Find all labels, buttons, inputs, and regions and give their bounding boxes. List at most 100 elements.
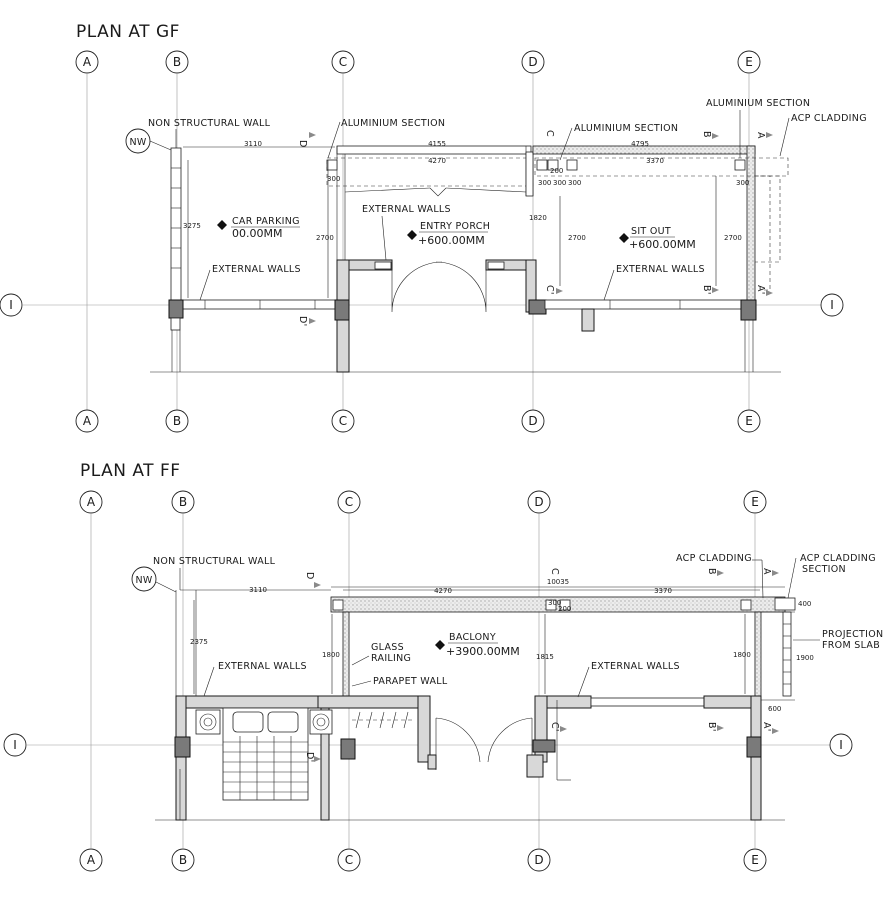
svg-text:A': A' — [755, 285, 766, 295]
label-acp-cladding: ACP CLADDING — [791, 113, 867, 124]
svg-text:B: B — [173, 414, 181, 428]
svg-text:2700: 2700 — [568, 234, 586, 242]
nw-tag: NW — [131, 566, 177, 593]
svg-text:D: D — [297, 140, 308, 148]
grid-bubble-b-top: B — [165, 50, 189, 74]
svg-text:A: A — [87, 853, 96, 867]
column-d-ff — [532, 739, 556, 753]
svg-text:A: A — [761, 568, 772, 575]
label-projection-2: FROM SLAB — [822, 640, 880, 651]
label-acp-cladding-section-2: SECTION — [802, 564, 846, 575]
svg-text:300: 300 — [736, 179, 749, 187]
svg-text:C: C — [339, 55, 347, 69]
svg-text:C: C — [549, 568, 560, 575]
svg-text:NW: NW — [135, 575, 152, 586]
svg-text:200: 200 — [550, 167, 563, 175]
svg-text:A: A — [83, 414, 92, 428]
svg-text:1820: 1820 — [529, 214, 547, 222]
label-external-walls-left: EXTERNAL WALLS — [212, 264, 301, 275]
ff-slab-band — [330, 596, 796, 701]
svg-text:1800: 1800 — [733, 651, 751, 659]
svg-text:I: I — [13, 738, 17, 752]
svg-text:A: A — [755, 132, 766, 139]
svg-text:300: 300 — [327, 175, 340, 183]
svg-text:C: C — [544, 130, 555, 137]
grid-bubble-c-bottom: C — [331, 409, 355, 433]
label-non-structural-wall: NON STRUCTURAL WALL — [148, 118, 271, 129]
entry-porch-block — [326, 145, 547, 373]
svg-text:3370: 3370 — [654, 587, 672, 595]
label-glass: GLASS — [371, 642, 404, 653]
grid-bubble-d-top: D — [527, 490, 551, 514]
non-structural-wall — [170, 147, 182, 301]
svg-text:200: 200 — [558, 605, 571, 613]
plan-title: PLAN AT GF — [76, 22, 180, 42]
label-acp-cladding-section-1: ACP CLADDING — [800, 553, 876, 564]
svg-text:E: E — [745, 55, 753, 69]
svg-text:4270: 4270 — [434, 587, 452, 595]
label-external-walls-top: EXTERNAL WALLS — [362, 204, 451, 215]
grid-bubble-e-top: E — [737, 50, 761, 74]
svg-text:3370: 3370 — [646, 157, 664, 165]
sit-out-block — [532, 145, 789, 372]
dimensions-gf: 3110 4155 4270 4795 3370 3275 2700 1820 … — [183, 140, 749, 298]
svg-text:B: B — [179, 495, 187, 509]
label-external-walls-right: EXTERNAL WALLS — [591, 661, 680, 672]
svg-text:2700: 2700 — [724, 234, 742, 242]
column-e-ff — [746, 736, 762, 758]
grid-bubble-c-top: C — [331, 50, 355, 74]
svg-text:B: B — [179, 853, 187, 867]
svg-text:D: D — [304, 572, 315, 580]
svg-text:300: 300 — [538, 179, 551, 187]
room-entry-porch: ENTRY PORCH +600.00MM — [407, 221, 490, 247]
svg-text:B': B' — [706, 722, 717, 732]
svg-text:I: I — [839, 738, 843, 752]
section-marks-gf: D D' C C' B B' A A' — [297, 130, 773, 327]
svg-text:SIT OUT: SIT OUT — [631, 226, 671, 237]
svg-text:CAR PARKING: CAR PARKING — [232, 216, 300, 227]
svg-text:E: E — [751, 495, 759, 509]
column-c-gf — [334, 299, 350, 321]
label-external-walls-right: EXTERNAL WALLS — [616, 264, 705, 275]
grid-bubble-i-left: I — [0, 293, 23, 317]
bed-pattern — [223, 736, 308, 800]
svg-text:B: B — [173, 55, 181, 69]
ff-left-block — [174, 695, 533, 821]
svg-text:B: B — [701, 131, 712, 138]
grid-bubble-a-top: A — [79, 490, 103, 514]
label-projection-1: PROJECTION — [822, 629, 883, 640]
svg-text:4270: 4270 — [428, 157, 446, 165]
svg-text:A: A — [87, 495, 96, 509]
grid-bubble-a-top: A — [75, 50, 99, 74]
room-sit-out: SIT OUT +600.00MM — [619, 226, 696, 251]
grid-bubble-d-top: D — [521, 50, 545, 74]
svg-text:3110: 3110 — [244, 140, 262, 148]
grid-bubble-c-bottom: C — [337, 848, 361, 872]
svg-text:D': D' — [297, 316, 308, 327]
grid-bubble-c-top: C — [337, 490, 361, 514]
svg-text:300: 300 — [548, 599, 561, 607]
label-acp-cladding: ACP CLADDING — [676, 553, 752, 564]
svg-text:2375: 2375 — [190, 638, 208, 646]
svg-text:D': D' — [304, 752, 315, 763]
svg-text:C': C' — [549, 722, 560, 732]
plan-first-floor: PLAN AT FF A B C D E A B C D E I I NW NO… — [3, 461, 883, 872]
svg-text:E: E — [751, 853, 759, 867]
aluminium-frame-gf-left — [326, 159, 338, 171]
svg-text:B': B' — [701, 285, 712, 295]
label-railing: RAILING — [371, 653, 411, 664]
label-aluminium-section-1: ALUMINIUM SECTION — [341, 118, 445, 129]
svg-text:E: E — [745, 414, 753, 428]
svg-text:I: I — [9, 298, 13, 312]
label-parapet-wall: PARAPET WALL — [373, 676, 448, 687]
room-car-parking: CAR PARKING 00.00MM — [217, 216, 300, 240]
svg-text:D: D — [528, 55, 537, 69]
grid-bubble-i-right: I — [820, 293, 844, 317]
svg-text:D: D — [534, 495, 543, 509]
svg-text:BACLONY: BACLONY — [449, 632, 496, 643]
label-aluminium-section-2: ALUMINIUM SECTION — [574, 123, 678, 134]
svg-text:ENTRY PORCH: ENTRY PORCH — [420, 221, 490, 232]
car-parking-front-wall — [176, 299, 338, 310]
label-external-walls-left: EXTERNAL WALLS — [218, 661, 307, 672]
column-b-gf — [168, 299, 184, 319]
